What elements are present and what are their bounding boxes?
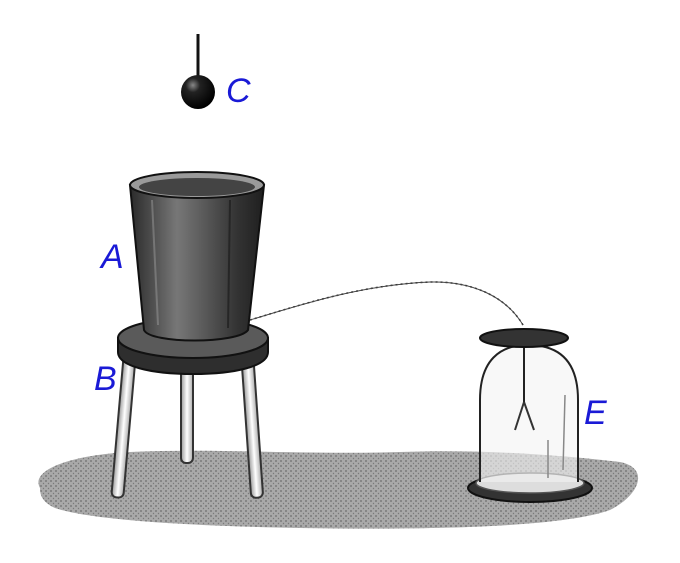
metal-pail-a	[128, 171, 266, 342]
connecting-wire	[249, 281, 524, 326]
label-e: E	[584, 394, 607, 432]
electroscope-e	[467, 328, 593, 503]
label-b: B	[94, 360, 117, 398]
label-a: A	[101, 238, 124, 276]
label-c: C	[226, 72, 251, 110]
charged-ball-c	[181, 34, 215, 109]
